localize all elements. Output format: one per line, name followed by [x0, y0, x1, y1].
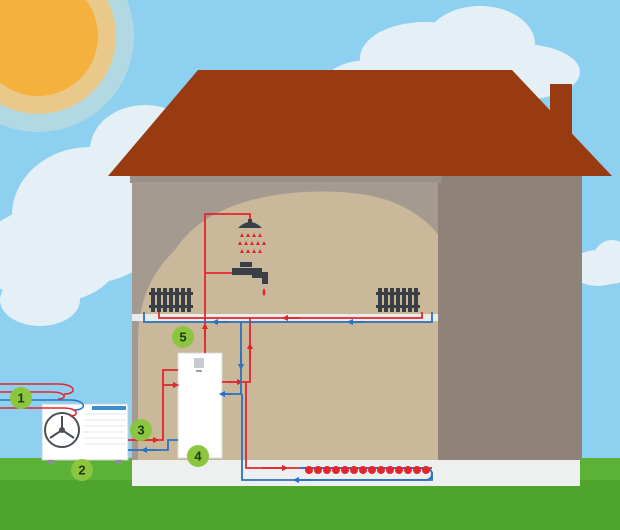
radiator-left-icon: [149, 288, 193, 312]
svg-text:3: 3: [137, 423, 144, 438]
svg-text:5: 5: [179, 330, 186, 345]
underfloor-heating-coil: [300, 466, 433, 481]
badge-2: 2: [71, 459, 93, 481]
shower-head-icon: [238, 219, 266, 253]
outdoor-heat-pump-unit: [41, 403, 129, 464]
cloud-right: [570, 240, 620, 286]
svg-text:2: 2: [78, 463, 85, 478]
radiator-right-icon: [376, 288, 420, 312]
air-intake-arrows: [0, 383, 84, 417]
roof-gutter: [130, 176, 442, 183]
svg-text:1: 1: [17, 391, 24, 406]
badge-3: 3: [130, 419, 152, 441]
house-side-wall: [438, 103, 582, 460]
ground-grass-strip: [0, 480, 620, 530]
badge-4: 4: [187, 445, 209, 467]
tap-icon: [232, 262, 268, 296]
svg-text:4: 4: [194, 449, 202, 464]
indoor-hot-water-cylinder: [177, 352, 223, 459]
badge-1: 1: [10, 387, 32, 409]
sun-icon: [0, 0, 134, 132]
roof: [108, 70, 612, 176]
badge-5: 5: [172, 326, 194, 348]
